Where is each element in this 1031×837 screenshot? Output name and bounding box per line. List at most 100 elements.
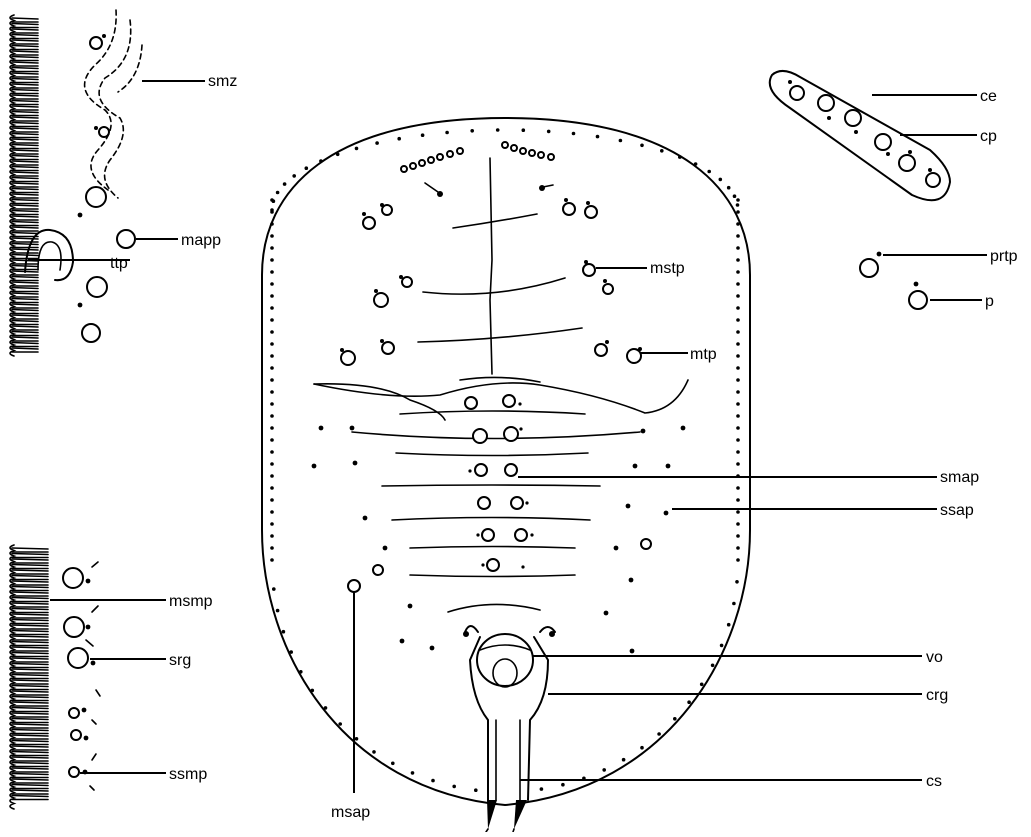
label-cp: cp (980, 128, 997, 145)
marginal-dot (270, 246, 274, 250)
fringe-tooth (12, 664, 48, 668)
marginal-dot (736, 198, 740, 202)
marginal-dot (270, 270, 274, 274)
marginal-dot (736, 522, 740, 526)
marginal-dot (270, 486, 274, 490)
body-outline (262, 118, 750, 805)
fringe-tooth (12, 183, 38, 187)
fringe-tooth (12, 255, 38, 259)
fringe-tooth (12, 746, 48, 750)
marginal-dot (270, 342, 274, 346)
fringe-tooth (12, 62, 38, 66)
fringe-tooth (12, 647, 48, 651)
marginal-dot (640, 746, 644, 750)
submedian-abdominal-pores (465, 395, 534, 571)
marginal-dot (736, 282, 740, 286)
fringe-tooth (12, 123, 38, 127)
label-ssmp: ssmp (169, 766, 207, 783)
fringe-tooth (12, 774, 48, 778)
pore-detail (860, 252, 927, 309)
fringe-tooth (12, 101, 38, 105)
marginal-dot (736, 342, 740, 346)
label-crg: crg (926, 687, 948, 704)
fringe-tooth (12, 337, 38, 341)
label-vo: vo (926, 649, 943, 666)
thoracic-arc-3 (418, 328, 582, 342)
fringe-tooth (12, 658, 48, 662)
marginal-dot (270, 330, 274, 334)
fringe-tooth (12, 249, 38, 253)
fringe-tooth (12, 167, 38, 171)
fringe-tooth (12, 117, 38, 121)
thorax-abdomen-boundary (314, 380, 688, 413)
marginal-dot (736, 414, 740, 418)
fringe-tooth (12, 189, 38, 193)
marginal-dot (657, 732, 661, 736)
marginal-dot (736, 306, 740, 310)
marginal-dot (640, 144, 644, 148)
fringe-tooth (12, 227, 38, 231)
fringe-tooth (12, 587, 48, 591)
marginal-dot (719, 178, 723, 182)
marginal-dot (678, 155, 682, 159)
scattered-setae (312, 426, 686, 654)
fringe-tooth (12, 332, 38, 336)
marginal-dot (540, 787, 544, 791)
fringe-tooth (12, 741, 48, 745)
marginal-dot (572, 132, 576, 136)
label-prtp: prtp (990, 248, 1018, 265)
marginal-dot (411, 771, 415, 775)
marginal-dot-row (270, 128, 740, 792)
fringe-tooth (12, 592, 48, 596)
fringe-tooth (12, 40, 38, 44)
fringe-tooth (12, 293, 38, 297)
label-p: p (985, 293, 994, 310)
fringe-tooth (12, 18, 38, 22)
marginal-dot (421, 133, 425, 137)
margin-detail-top-left (8, 10, 142, 356)
marginal-dot (270, 414, 274, 418)
fringe-tooth (12, 713, 48, 717)
marginal-dot (375, 141, 379, 145)
vulva-opening (477, 634, 533, 686)
fringe-tooth (12, 653, 48, 657)
fringe-tooth (12, 57, 38, 61)
fringe-tooth (12, 128, 38, 132)
fringe-tooth (12, 565, 48, 569)
fringe-tooth (12, 790, 48, 794)
fringe-tooth (12, 282, 38, 286)
fringe-tooth (12, 46, 38, 50)
marginal-dot (687, 700, 691, 704)
fringe-tooth (12, 106, 38, 110)
fringe-tooth (12, 112, 38, 116)
thoracic-arc-1 (453, 214, 537, 228)
fringe-tooth (12, 315, 38, 319)
marginal-dot (292, 174, 296, 178)
marginal-dot (270, 318, 274, 322)
marginal-dot (270, 462, 274, 466)
label-smap: smap (940, 469, 979, 486)
fringe-tooth (12, 24, 38, 28)
thorax-abdomen-boundary-left (314, 384, 445, 420)
marginal-dot (338, 722, 342, 726)
marginal-dot (735, 580, 739, 584)
fringe-tooth (12, 614, 48, 618)
marginal-dot (270, 390, 274, 394)
fringe-tooth (12, 194, 38, 198)
marginal-dot (270, 474, 274, 478)
fringe-tooth (12, 724, 48, 728)
marginal-dot (289, 650, 293, 654)
marginal-dot (736, 486, 740, 490)
fringe-tooth (12, 779, 48, 783)
fringe-tooth (12, 200, 38, 204)
abdominal-segments (352, 377, 640, 612)
fringe-tooth (12, 348, 38, 352)
label-mtp: mtp (690, 346, 717, 363)
marginal-dot (736, 450, 740, 454)
fringe-tooth (12, 326, 38, 330)
marginal-dot (700, 683, 704, 687)
fringe-tooth (12, 216, 38, 220)
marginal-dot (660, 149, 664, 153)
fringe-tooth (12, 134, 38, 138)
